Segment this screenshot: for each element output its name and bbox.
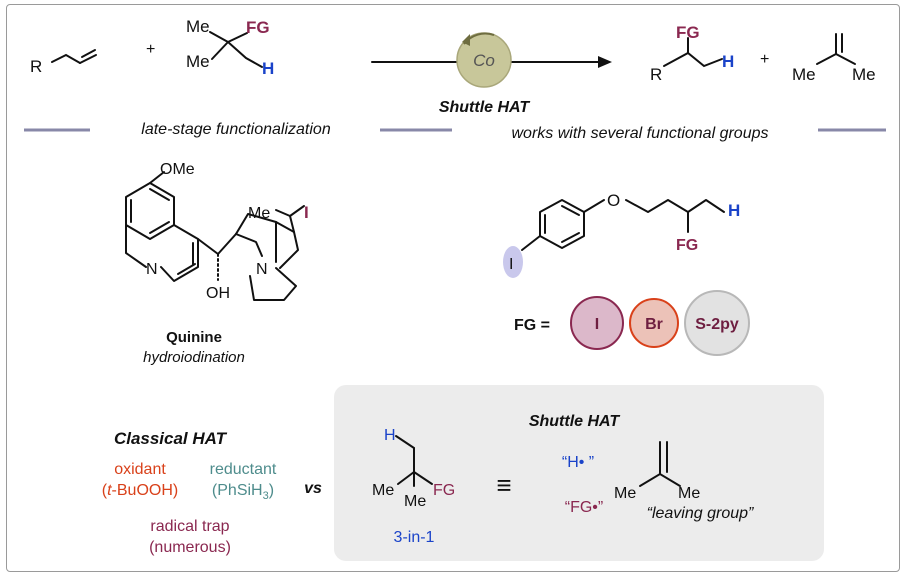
h-radical: “H• ”	[562, 454, 594, 471]
oxidant-label: oxidant	[114, 461, 166, 478]
reaction-scheme	[51, 31, 856, 68]
pyridine-double-1	[177, 263, 196, 275]
ome-bond	[149, 171, 165, 184]
shuttle-me-bottom: Me	[404, 493, 426, 510]
c9-bond	[197, 238, 219, 255]
leaving-group-label: “leaving group”	[647, 505, 754, 522]
isobutene-bonds	[816, 52, 856, 65]
fg-iodine-circle	[570, 296, 624, 350]
shuttle-reagent	[395, 435, 681, 487]
product-h: H	[722, 52, 734, 71]
section-title-left: late-stage functionalization	[141, 121, 331, 138]
iodo-highlight	[503, 246, 523, 278]
cycle-arrowhead-icon	[462, 34, 470, 46]
plus-sign-2: +	[760, 51, 769, 68]
quinine-structure	[125, 171, 305, 301]
isobutene-me-left: Me	[792, 65, 816, 84]
product-chain	[663, 51, 723, 68]
radical-trap-label: radical trap	[150, 518, 229, 535]
aryl-double-2	[561, 205, 580, 216]
reagent-fg: FG	[246, 18, 270, 37]
section-title-right: works with several functional groups	[511, 125, 768, 142]
quinine-me: Me	[248, 205, 270, 222]
pyridine-left	[125, 224, 147, 268]
aryl-i-bond	[521, 235, 541, 251]
vs-label: vs	[304, 480, 322, 497]
isobutene-me-right: Me	[852, 65, 876, 84]
fg-item-bromine: Br	[645, 316, 663, 333]
iodo-bond	[289, 205, 305, 217]
benzo-double-3	[149, 221, 170, 234]
qn-bond-4	[279, 231, 299, 269]
reagent-chain	[227, 41, 263, 68]
substrate-fg: FG	[676, 237, 698, 254]
reagent-bonds-top	[209, 31, 248, 44]
alkyl-chain	[625, 199, 725, 213]
substrate-h: H	[728, 201, 740, 220]
reactant-r: R	[30, 57, 42, 76]
aryl-substrate	[521, 199, 725, 251]
shuttle-iso-me-right: Me	[678, 485, 700, 502]
aryl-o-bond	[583, 199, 605, 213]
benzo-ring	[125, 182, 175, 240]
qn-bond-1	[235, 233, 263, 257]
quinine-name: Quinine	[166, 329, 222, 346]
figure-frame	[6, 4, 900, 572]
quinine-reaction: hydroiodination	[143, 349, 245, 366]
fg-bromine-circle	[629, 298, 679, 348]
alkene-double-a	[79, 54, 97, 64]
radical-trap-example: (numerous)	[149, 539, 231, 556]
shuttle-fg: FG	[433, 482, 455, 499]
reagent-h: H	[262, 59, 274, 78]
me-bond	[275, 209, 291, 217]
reagent-me-left: Me	[186, 52, 210, 71]
reductant-label: reductant	[210, 461, 277, 478]
quinuclidine-n: N	[256, 261, 268, 278]
fg-radical: “FG•”	[565, 499, 603, 516]
shuttle-hat-box	[334, 385, 824, 561]
quinine-ome: OMe	[160, 161, 195, 178]
product-fg: FG	[676, 23, 700, 42]
qn-bond-3	[249, 267, 297, 301]
quinine-oh: OH	[206, 285, 230, 302]
reductant-example: (PhSiH3)	[212, 482, 274, 502]
fg-s2py-circle	[684, 290, 750, 356]
alkene-double-b	[81, 49, 96, 58]
shuttle-hat-label: Shuttle HAT	[439, 99, 531, 116]
reagent-me-left	[211, 41, 229, 60]
classical-title: Classical HAT	[114, 429, 228, 448]
reagent-me-top: Me	[186, 17, 210, 36]
aryl-ring	[539, 199, 585, 249]
fg-bond	[413, 471, 433, 485]
catalyst-label: Co	[473, 51, 495, 70]
quinoline-n: N	[146, 261, 158, 278]
fg-item-s2py: S-2py	[695, 316, 739, 333]
benzo-double-2	[149, 188, 170, 201]
substrate-i: I	[509, 256, 513, 273]
reaction-arrowhead	[598, 56, 612, 68]
alkene-bond	[51, 53, 81, 64]
pyridine-right	[160, 224, 199, 282]
quinine-iodo: I	[304, 203, 309, 222]
qn-bond-2	[235, 213, 295, 235]
me-left-bond	[397, 471, 415, 485]
plus-sign: +	[146, 41, 155, 58]
substrate-o: O	[607, 191, 620, 210]
product-r: R	[650, 65, 662, 84]
aryl-double-3	[561, 232, 580, 243]
reagent-3-in-1: 3-in-1	[394, 529, 435, 546]
shuttle-title: Shuttle HAT	[529, 413, 621, 430]
equivalence-symbol: ≡	[496, 470, 511, 500]
shuttle-iso-me-left: Me	[614, 485, 636, 502]
side-chain-bond	[289, 215, 295, 233]
shuttle-me-left: Me	[372, 482, 394, 499]
h-bond	[395, 435, 415, 449]
fg-list-label: FG =	[514, 317, 550, 334]
oxidant-example: (t-BuOOH)	[102, 482, 178, 499]
shuttle-h: H	[384, 427, 396, 444]
c8-bond	[217, 233, 237, 255]
fg-item-iodine: I	[595, 316, 599, 333]
